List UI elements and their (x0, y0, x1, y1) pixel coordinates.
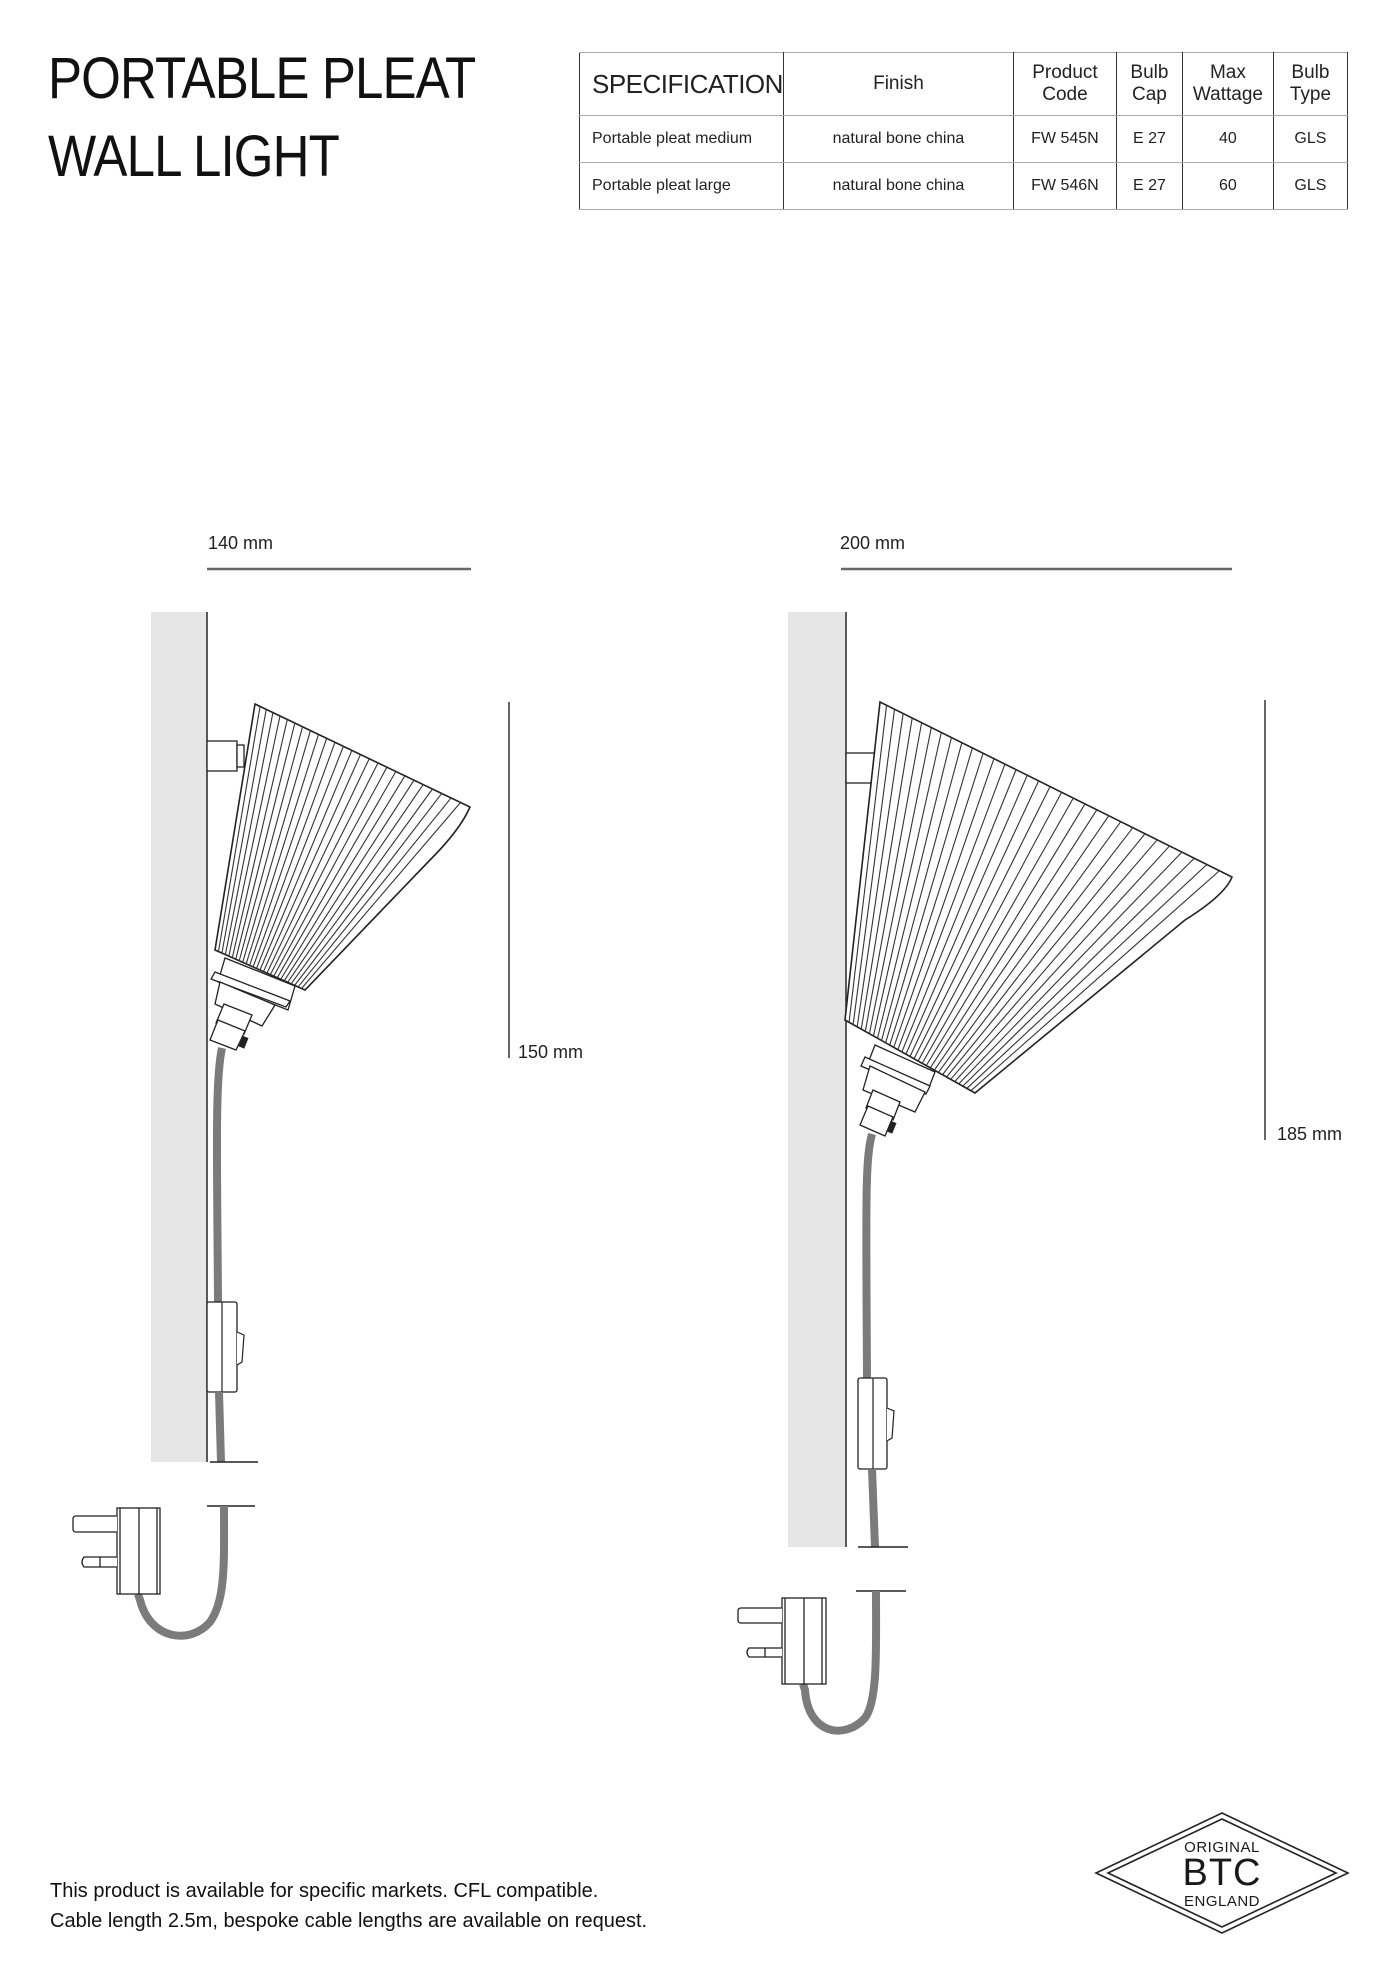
footer-line-2: Cable length 2.5m, bespoke cable lengths… (50, 1910, 648, 1932)
cell-specification: Portable pleat large (579, 162, 784, 210)
diamond-logo-icon (1094, 1812, 1350, 1934)
lamp-holder-icon (859, 1044, 936, 1137)
cell-bulb-cap: E 27 (1115, 115, 1183, 163)
uk-plug-icon (737, 1597, 827, 1685)
title-line-1: PORTABLE PLEAT (48, 46, 476, 111)
large-height-label: 185 mm (1277, 1124, 1343, 1144)
cable-loop (799, 1590, 881, 1735)
medium-height-label: 150 mm (518, 1042, 584, 1062)
drawing-medium (72, 567, 510, 1640)
footer-note: This product is available for specific m… (50, 1876, 647, 1936)
drawing-large (737, 567, 1266, 1735)
table-row: Portable pleat large natural bone china … (579, 162, 1348, 210)
logo-btc: BTC (1182, 1852, 1262, 1894)
col-header-specification: SPECIFICATION (579, 52, 784, 116)
wall-bracket-icon (206, 740, 238, 772)
btc-logo: ORIGINAL BTC ENGLAND (1094, 1811, 1350, 1935)
cable (212, 1047, 226, 1303)
inline-switch-icon (857, 1377, 895, 1470)
page-title: PORTABLE PLEAT WALL LIGHT (48, 40, 476, 196)
table-row: Portable pleat medium natural bone china… (579, 115, 1348, 163)
cable-loop (134, 1505, 229, 1640)
footer-line-1: This product is available for specific m… (50, 1880, 599, 1902)
wall (151, 612, 206, 1462)
cable (862, 1132, 876, 1379)
wall (788, 612, 845, 1547)
cell-max-wattage: 60 (1181, 162, 1274, 210)
cell-product-code: FW 546N (1012, 162, 1117, 210)
logo-original: ORIGINAL (1184, 1839, 1260, 1856)
pleated-shade-icon (844, 700, 1234, 1094)
inline-switch-icon (206, 1301, 245, 1393)
logo-england: ENGLAND (1183, 1893, 1261, 1910)
cell-finish: natural bone china (782, 115, 1014, 163)
pleated-shade-icon (214, 702, 472, 991)
medium-width-label: 140 mm (208, 533, 274, 553)
cell-bulb-type: GLS (1272, 162, 1348, 210)
cell-finish: natural bone china (782, 162, 1014, 210)
large-width-label: 200 mm (840, 533, 906, 553)
lamp-holder-icon (209, 957, 296, 1051)
cell-product-code: FW 545N (1012, 115, 1117, 163)
uk-plug-icon (72, 1507, 161, 1595)
title-line-2: WALL LIGHT (48, 124, 340, 189)
cell-bulb-type: GLS (1272, 115, 1348, 163)
